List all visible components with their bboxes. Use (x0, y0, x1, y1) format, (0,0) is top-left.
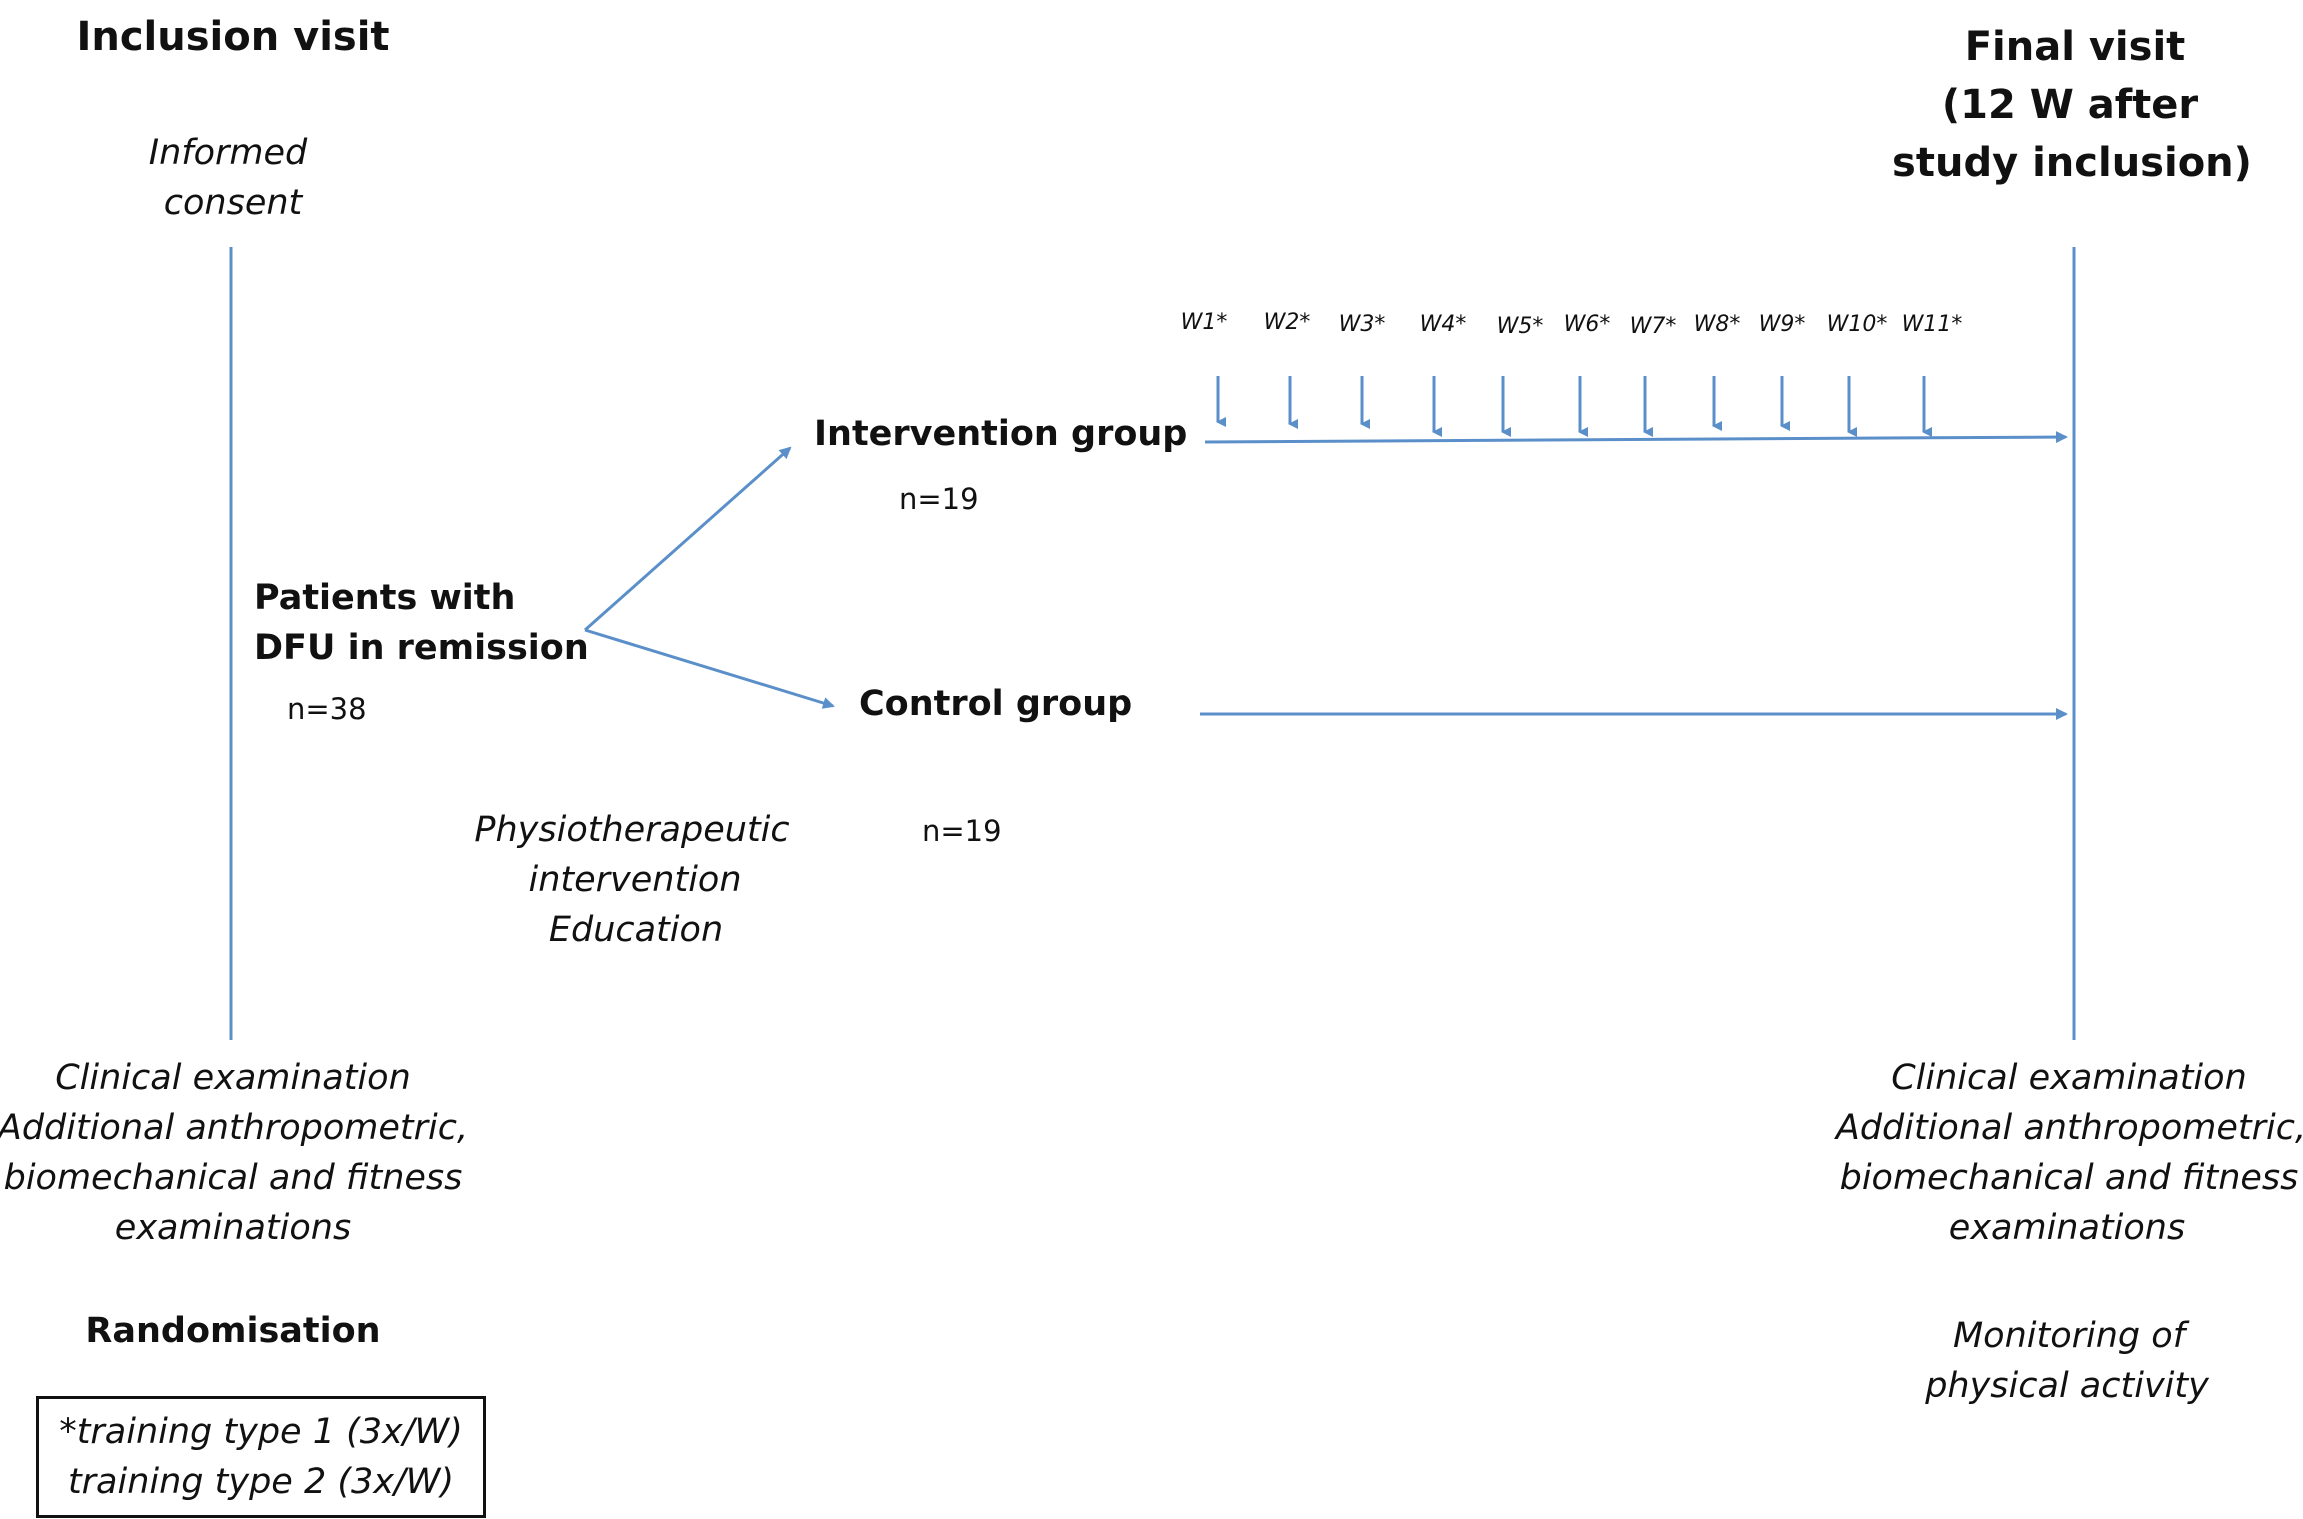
intervention-timeline-arrow (1204, 431, 2068, 444)
patients-line2: DFU in remission (254, 628, 589, 668)
randomisation-label: Randomisation (85, 1311, 381, 1351)
control-group-label: Control group (859, 684, 1133, 724)
week-label-7: W7* (1629, 314, 1677, 339)
week-label-9: W9* (1758, 312, 1806, 337)
legend-line1: *training type 1 (3x/W) (59, 1412, 463, 1452)
inclusion-exam-line1: Clinical examination (55, 1058, 411, 1098)
week-label-5: W5* (1496, 314, 1544, 339)
final-exam-line3: biomechanical and fitness (1839, 1158, 2299, 1198)
physio-line3: Education (548, 910, 724, 950)
final-exam-line1: Clinical examination (1891, 1058, 2247, 1098)
week-label-4: W4* (1419, 312, 1467, 337)
training-legend: *training type 1 (3x/W) training type 2 … (36, 1396, 486, 1518)
inclusion-exam-line4: examinations (114, 1208, 352, 1248)
informed-consent-line2: consent (163, 183, 303, 223)
week-label-6: W6* (1563, 312, 1611, 337)
intervention-group-n: n=19 (899, 482, 979, 516)
final-exam-line2: Additional anthropometric, (1835, 1108, 2303, 1148)
informed-consent-line1: Informed (148, 133, 308, 173)
physio-line1: Physiotherapeutic (474, 810, 790, 850)
week-label-3: W3* (1338, 312, 1386, 337)
week-label-10: W10* (1826, 312, 1888, 337)
final-title-line3: study inclusion) (1892, 140, 2252, 186)
inclusion-exam-line3: biomechanical and fitness (3, 1158, 463, 1198)
intervention-group-label: Intervention group (814, 414, 1188, 454)
branch-to-control-arrow (584, 628, 835, 709)
final-exam-line4: examinations (1948, 1208, 2186, 1248)
physio-line2: intervention (528, 860, 742, 900)
final-title-line1: Final visit (1964, 24, 2186, 70)
control-group-n: n=19 (922, 814, 1002, 848)
patients-line1: Patients with (254, 578, 516, 618)
patients-n: n=38 (287, 692, 367, 726)
inclusion-exam-line2: Additional anthropometric, (0, 1108, 469, 1148)
week-label-1: W1* (1180, 310, 1228, 335)
final-title-line2: (12 W after (1941, 82, 2199, 128)
branch-to-intervention-arrow (584, 446, 792, 632)
week-label-11: W11* (1901, 312, 1963, 337)
monitoring-line2: physical activity (1925, 1366, 2209, 1406)
legend-line2: training type 2 (3x/W) (67, 1462, 455, 1502)
week-label-8: W8* (1693, 312, 1741, 337)
week-label-2: W2* (1263, 310, 1311, 335)
week-arrows (1216, 376, 1932, 437)
monitoring-line1: Monitoring of (1952, 1316, 2186, 1356)
inclusion-title: Inclusion visit (76, 14, 390, 60)
